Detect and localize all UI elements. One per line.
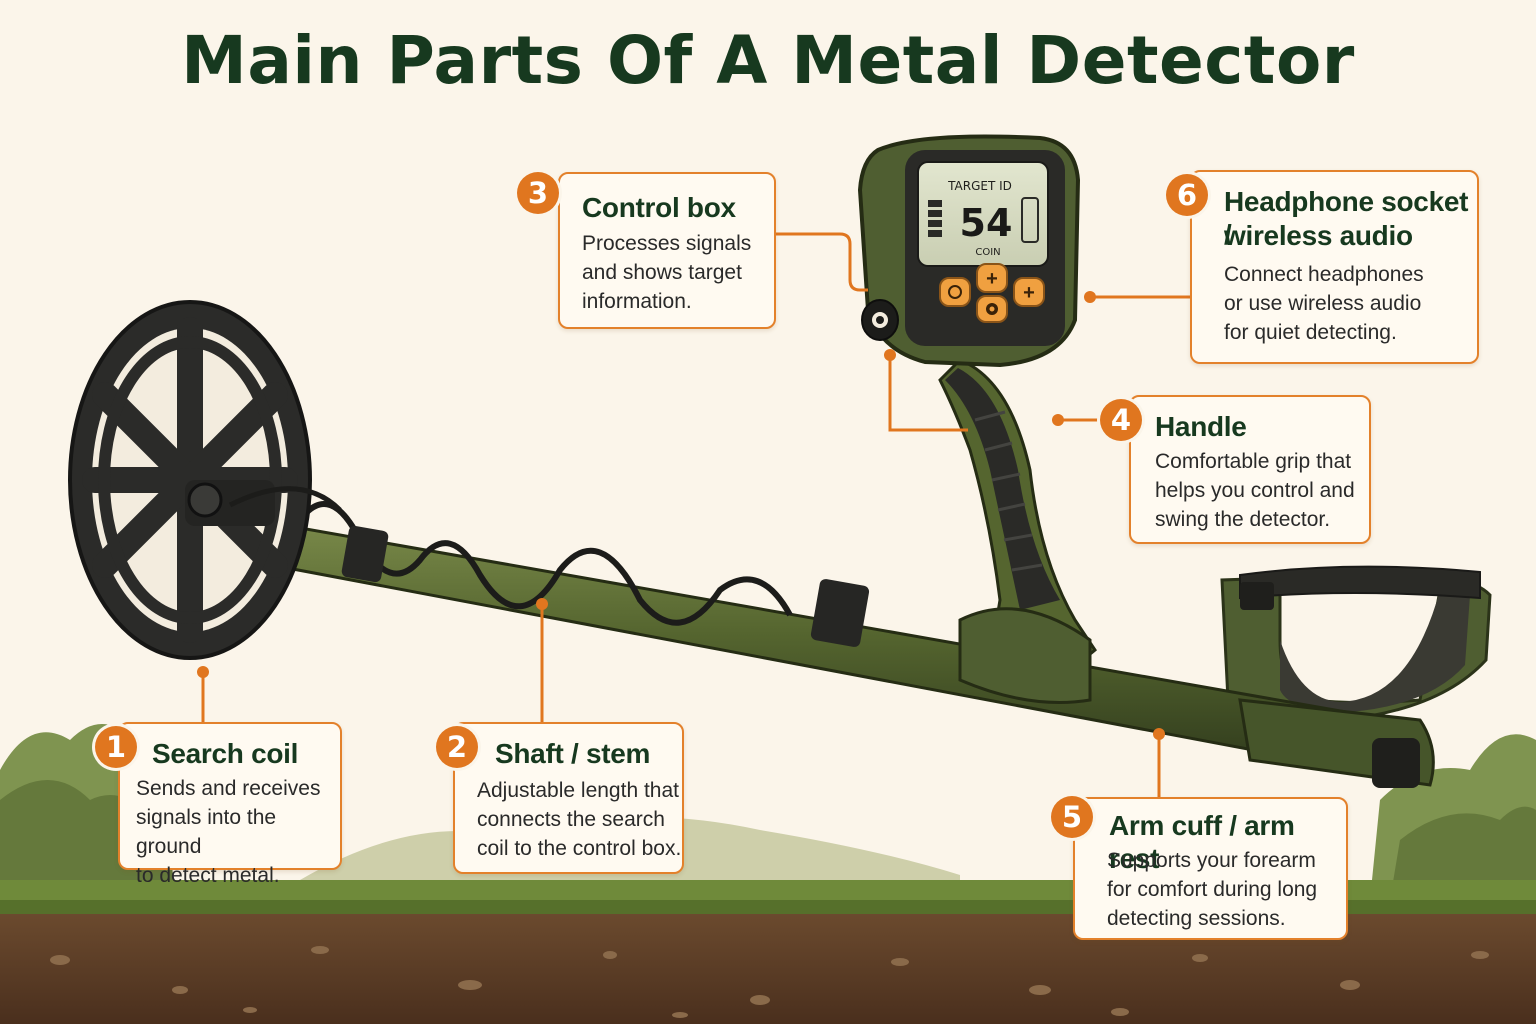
callout-number: 5 (1051, 796, 1093, 838)
plus-button-top[interactable] (976, 263, 1008, 293)
callout-line: swing the detector. (1155, 508, 1331, 531)
power-button[interactable] (939, 277, 971, 307)
callout-title-line-2: wireless audio (1224, 220, 1413, 251)
arm-cuff (1220, 565, 1492, 724)
callout-line: detecting sessions. (1107, 907, 1286, 930)
callout-title: Arm cuff / arm rest (1109, 810, 1295, 874)
callout-number: 6 (1166, 174, 1208, 216)
callout-line: Supports your forearm (1107, 849, 1316, 872)
callout-headphone-socket: Headphone socket / wireless audio Connec… (1190, 170, 1479, 364)
control-box: TARGET ID 54 COIN + + (857, 134, 1081, 368)
lcd-category: COIN (975, 247, 1000, 258)
callout-line: helps you control and (1155, 479, 1355, 502)
callout-line: Connect headphones (1224, 263, 1424, 286)
callout-line: Processes signals (582, 232, 752, 255)
callout-number: 4 (1100, 399, 1142, 441)
lcd-label: TARGET ID (947, 179, 1012, 193)
callout-line: or use wireless audio (1224, 292, 1422, 315)
callout-body: Comfortable grip that helps you control … (1155, 447, 1355, 534)
callout-body: Sends and receives signals into the grou… (136, 774, 340, 890)
callout-title: Handle (1155, 411, 1247, 442)
lcd-target-value: 54 (960, 201, 1013, 245)
callout-line: connects the search (477, 808, 665, 831)
callout-body: Supports your forearm for comfort during… (1107, 846, 1317, 933)
callout-handle: Handle Comfortable grip that helps you c… (1129, 395, 1371, 544)
control-buttons: + + (939, 263, 1045, 323)
callout-control-box: Control box Processes signals and shows … (558, 172, 776, 329)
callout-line: Comfortable grip that (1155, 450, 1352, 473)
leader-lines (201, 232, 1193, 797)
callout-body: Processes signals and shows target infor… (582, 229, 751, 316)
callout-arm-cuff: Arm cuff / arm rest Supports your forear… (1073, 797, 1348, 940)
plus-icon-right: + (1023, 282, 1035, 304)
callout-number: 1 (95, 726, 137, 768)
plus-button-right[interactable] (1013, 277, 1045, 307)
callout-shaft: Shaft / stem Adjustable length that conn… (453, 722, 684, 874)
callout-line: Sends and receives (136, 777, 321, 800)
callout-title: Shaft / stem (495, 738, 651, 769)
detector-handle (938, 358, 1097, 704)
soil-pebbles (50, 946, 1489, 1018)
search-coil (68, 300, 342, 660)
plus-icon-top: + (986, 268, 998, 290)
callout-line: signals into the ground (136, 806, 277, 858)
callout-line: to detect metal. (136, 864, 280, 887)
callout-title: Control box (582, 192, 736, 223)
callout-number: 2 (436, 726, 478, 768)
callout-line: for comfort during long (1107, 878, 1318, 901)
callout-number: 3 (517, 172, 559, 214)
callout-body: Connect headphones or use wireless audio… (1224, 260, 1424, 347)
callout-title: Headphone socket / (1224, 186, 1469, 250)
power-icon (948, 285, 962, 299)
callout-search-coil: Search coil Sends and receives signals i… (118, 722, 342, 887)
callout-line: information. (582, 290, 692, 313)
callout-line: coil to the control box. (477, 837, 682, 860)
callout-title: Search coil (152, 738, 299, 769)
callout-line: Adjustable length that (477, 779, 679, 802)
signal-bars (928, 200, 942, 237)
page-title: Main Parts Of A Metal Detector (181, 22, 1355, 99)
callout-line: for quiet detecting. (1224, 321, 1397, 344)
callout-body: Adjustable length that connects the sear… (477, 776, 681, 863)
callout-line: and shows target (582, 261, 742, 284)
leader-dots (197, 291, 1165, 740)
detector-shaft (243, 501, 1435, 788)
